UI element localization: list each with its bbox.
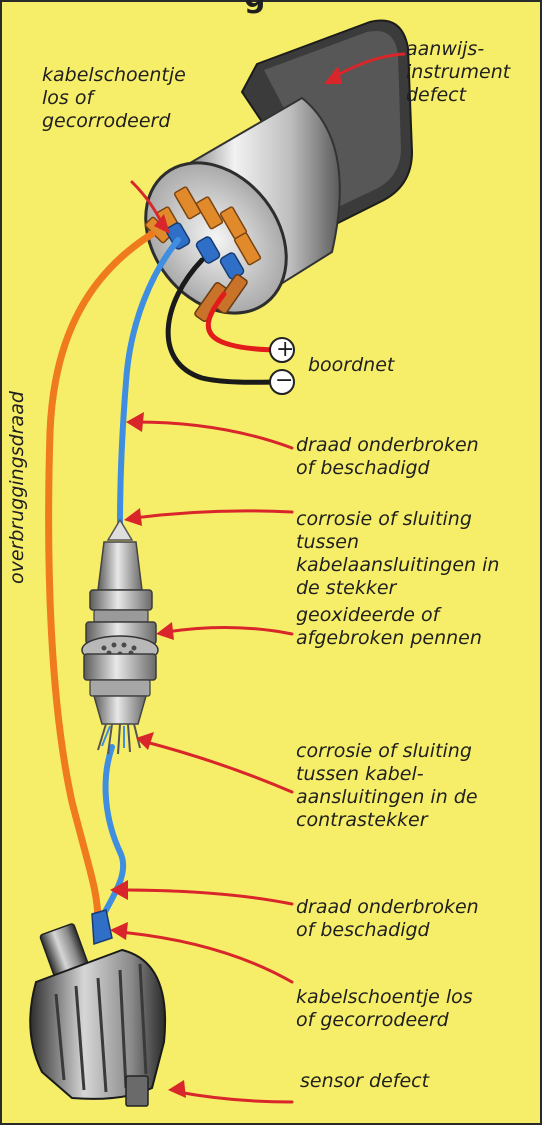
- connector-plug: [82, 520, 158, 754]
- label-gauge-defect: aanwijs- instrument defect: [406, 38, 510, 107]
- label-cable-lug-top: kabelschoentje los of gecorrodeerd: [42, 64, 186, 133]
- arrow-wire-broken-2: [120, 890, 292, 904]
- label-cable-lug-bottom: kabelschoentje los of gecorrodeerd: [296, 986, 473, 1032]
- arrow-corrosion-counterplug: [146, 742, 292, 792]
- arrow-pins-oxidized: [166, 627, 292, 634]
- label-wire-broken-1: draad onderbroken of beschadigd: [296, 434, 479, 480]
- arrow-wire-broken-1: [136, 422, 292, 448]
- wires: [49, 234, 288, 922]
- plus-sign: +: [276, 339, 294, 361]
- label-pins-oxidized: geoxideerde of afgebroken pennen: [296, 604, 482, 650]
- minus-sign: −: [275, 370, 293, 392]
- sensor: [30, 910, 165, 1106]
- arrow-sensor-defect: [178, 1092, 292, 1102]
- label-wire-broken-2: draad onderbroken of beschadigd: [296, 896, 479, 942]
- label-sensor-defect: sensor defect: [300, 1070, 429, 1093]
- arrow-corrosion-plug: [134, 511, 292, 518]
- label-onboard-power: boordnet: [308, 354, 394, 377]
- label-corrosion-plug: corrosie of sluiting tussen kabelaanslui…: [296, 508, 516, 600]
- title-fragment: g: [244, 0, 265, 9]
- label-bridge-wire: overbruggingsdraad: [6, 354, 29, 584]
- label-corrosion-counterplug: corrosie of sluiting tussen kabel- aansl…: [296, 740, 478, 832]
